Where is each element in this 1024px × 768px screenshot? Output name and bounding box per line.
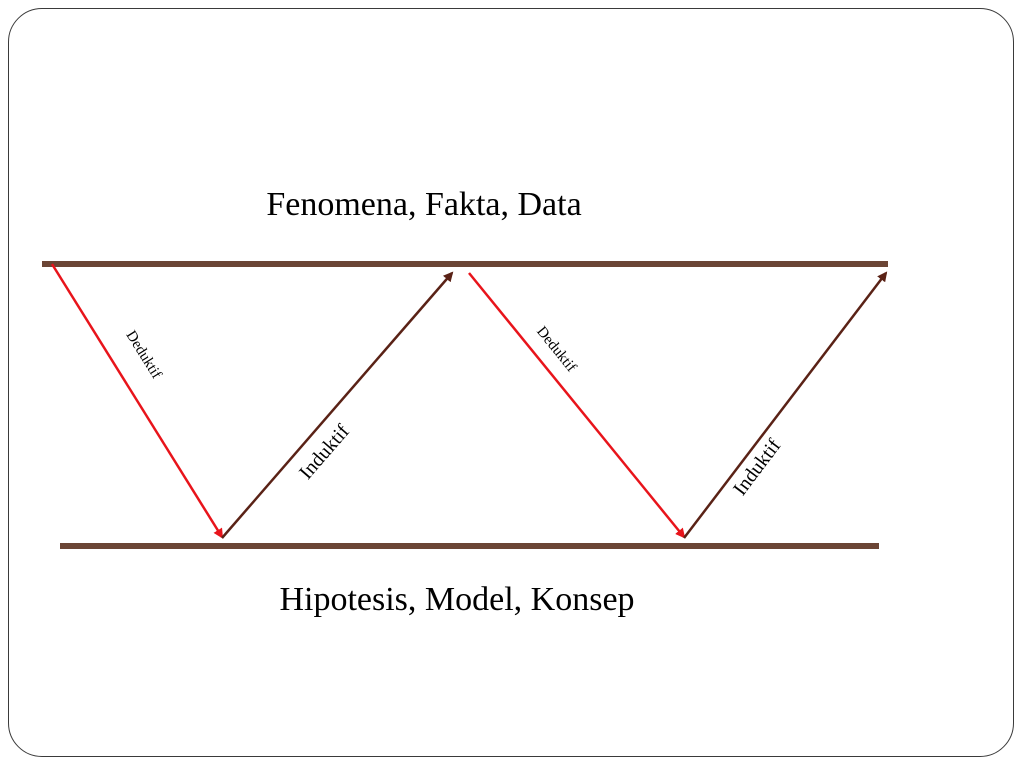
deduktif-arrow-1: [50, 263, 224, 539]
deduktif-label-2: Deduktif: [533, 324, 579, 376]
deduktif-label-1: Deduktif: [122, 328, 164, 382]
induktif-arrow-2: [683, 271, 888, 539]
deduktif-arrow-2: [468, 272, 686, 539]
induktif-arrow-1: [221, 271, 454, 539]
slide-frame: [8, 8, 1014, 757]
induktif-label-1: Induktif: [295, 420, 354, 483]
bottom-label: Hipotesis, Model, Konsep: [279, 581, 634, 618]
top-label: Fenomena, Fakta, Data: [266, 186, 581, 223]
